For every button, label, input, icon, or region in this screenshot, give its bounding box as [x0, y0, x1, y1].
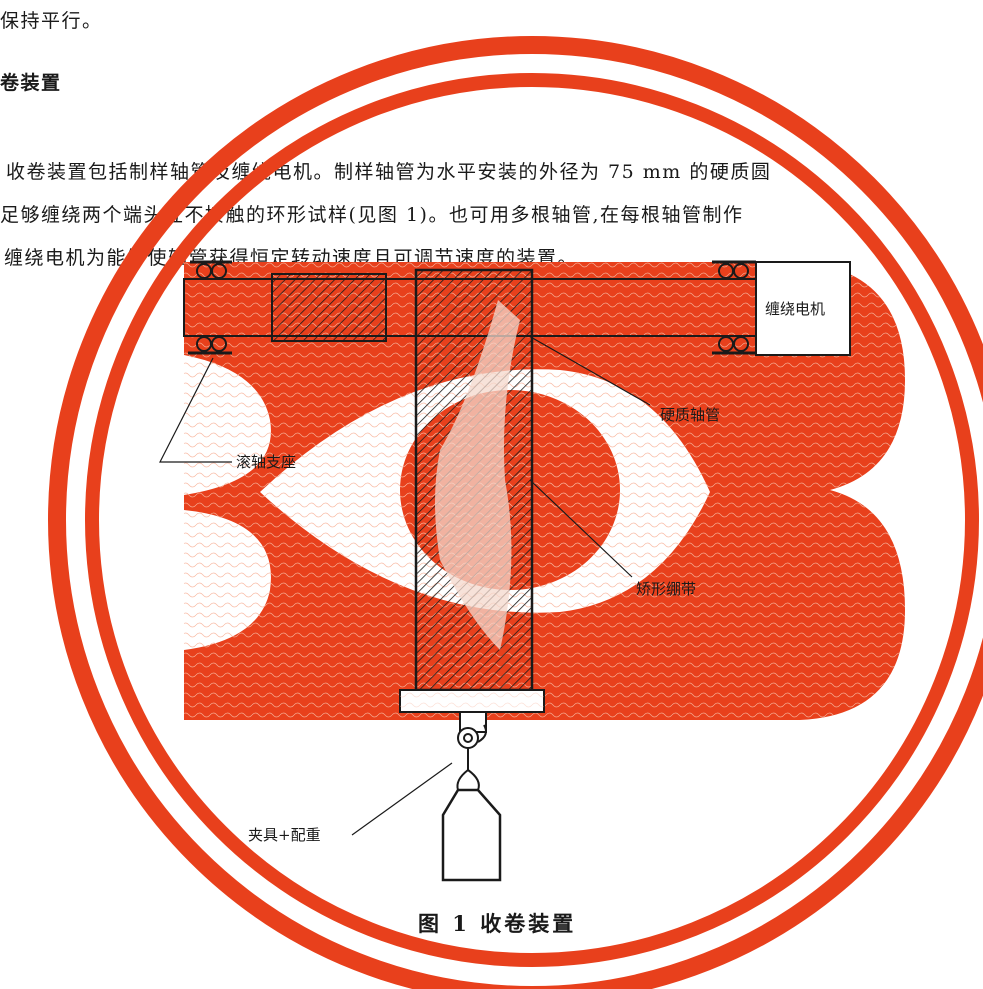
- label-motor: 缠绕电机: [765, 300, 825, 318]
- label-bearing: 滚轴支座: [236, 453, 296, 471]
- counterweight: [441, 788, 502, 882]
- clamp-hook: [457, 711, 487, 770]
- figure-caption: 图 1 收卷装置: [418, 911, 577, 936]
- orthopedic-bandage: [414, 268, 534, 692]
- label-clamp-weight: 夹具+配重: [248, 826, 321, 844]
- label-tube: 硬质轴管: [660, 406, 720, 424]
- label-bandage: 矫形绷带: [636, 580, 696, 598]
- sample-roll-block: [271, 273, 387, 342]
- section-heading: 卷装置: [0, 72, 62, 94]
- text-line-partial: 保持平行。: [0, 10, 103, 32]
